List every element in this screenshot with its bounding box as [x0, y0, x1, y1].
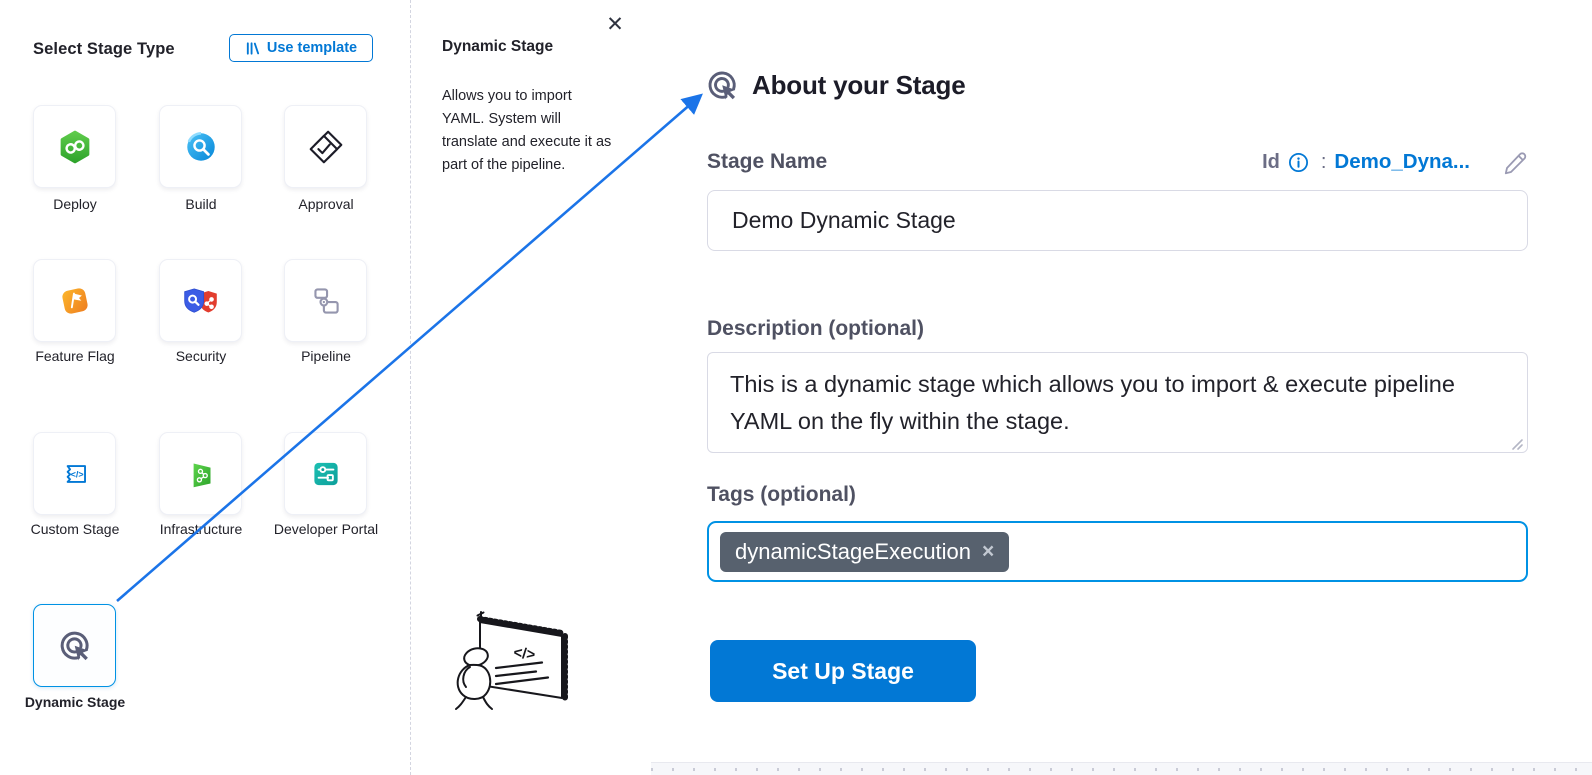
dynamic-stage-icon — [60, 631, 89, 660]
stage-tile-developer-portal[interactable] — [284, 432, 367, 515]
custom-stage-icon: </> — [66, 464, 86, 483]
stage-name-label: Stage Name — [707, 150, 828, 173]
resize-grip-icon[interactable] — [1510, 437, 1524, 451]
about-stage-header: About your Stage — [705, 68, 966, 103]
stage-name-input[interactable] — [707, 190, 1528, 251]
tags-label: Tags (optional) — [707, 483, 856, 506]
pipeline-icon — [313, 287, 339, 314]
id-colon: : — [1320, 150, 1327, 173]
stage-tile-label: Pipeline — [301, 348, 351, 364]
stage-tile-label: Approval — [298, 196, 354, 212]
edit-id-button[interactable] — [1500, 148, 1528, 176]
stage-tile-label: Security — [175, 348, 227, 364]
tag-label: dynamicStageExecution — [735, 538, 972, 564]
use-template-label: Use template — [266, 40, 358, 56]
feature-flag-icon — [61, 287, 88, 314]
select-stage-type-title: Select Stage Type — [33, 40, 175, 58]
stage-tile-custom-stage[interactable]: </> — [33, 432, 116, 515]
approval-icon — [309, 130, 342, 163]
stage-id-value: Demo_Dyna... — [1334, 150, 1470, 173]
pencil-icon — [1504, 152, 1527, 175]
stage-tile-feature-flag[interactable] — [33, 259, 116, 342]
description-label: Description (optional) — [707, 317, 924, 340]
panel-divider — [410, 0, 411, 775]
deploy-icon — [60, 130, 89, 163]
help-panel-description: Allows you to import YAML. System will t… — [442, 88, 612, 173]
stage-tile-pipeline[interactable] — [284, 259, 367, 342]
close-icon[interactable]: ✕ — [601, 11, 629, 39]
code-glyph: </> — [70, 469, 83, 479]
stage-tile-label: Build — [185, 196, 217, 212]
stage-id-group: Id : Demo_Dyna... — [1262, 148, 1528, 176]
stage-tile-security[interactable] — [159, 259, 242, 342]
description-textarea[interactable]: This is a dynamic stage which allows you… — [707, 352, 1528, 453]
stage-tile-build[interactable] — [159, 105, 242, 188]
stage-tile-label: Feature Flag — [35, 348, 115, 364]
stage-tile-dynamic-stage[interactable] — [33, 604, 116, 687]
help-panel-title: Dynamic Stage — [442, 38, 554, 55]
build-icon — [186, 131, 215, 161]
stage-tile-label: Custom Stage — [30, 521, 120, 537]
info-icon[interactable] — [1288, 152, 1309, 173]
pipeline-canvas-strip — [651, 762, 1592, 775]
remove-tag-icon[interactable]: × — [982, 540, 995, 563]
set-up-stage-button[interactable]: Set Up Stage — [710, 640, 976, 702]
id-label: Id — [1262, 150, 1280, 173]
code-glyph: </> — [513, 644, 537, 664]
stage-illustration: </> — [455, 611, 568, 710]
stage-tile-label: Dynamic Stage — [24, 694, 126, 710]
stage-tile-label: Developer Portal — [273, 521, 379, 537]
stage-tile-deploy[interactable] — [33, 105, 116, 188]
page-title: About your Stage — [752, 70, 966, 100]
developer-portal-icon — [313, 462, 338, 485]
tags-input[interactable]: dynamicStageExecution × — [707, 521, 1528, 582]
use-template-button[interactable]: Use template — [229, 34, 373, 62]
tag-chip: dynamicStageExecution × — [720, 531, 1010, 572]
template-library-icon — [246, 41, 259, 55]
stage-tile-label: Infrastructure — [159, 521, 243, 537]
stage-tile-infrastructure[interactable] — [159, 432, 242, 515]
security-icon — [183, 287, 217, 313]
stage-tile-label: Deploy — [53, 196, 97, 212]
infrastructure-icon — [193, 462, 210, 487]
stage-tile-approval[interactable] — [284, 105, 367, 188]
dynamic-stage-icon — [708, 71, 736, 100]
